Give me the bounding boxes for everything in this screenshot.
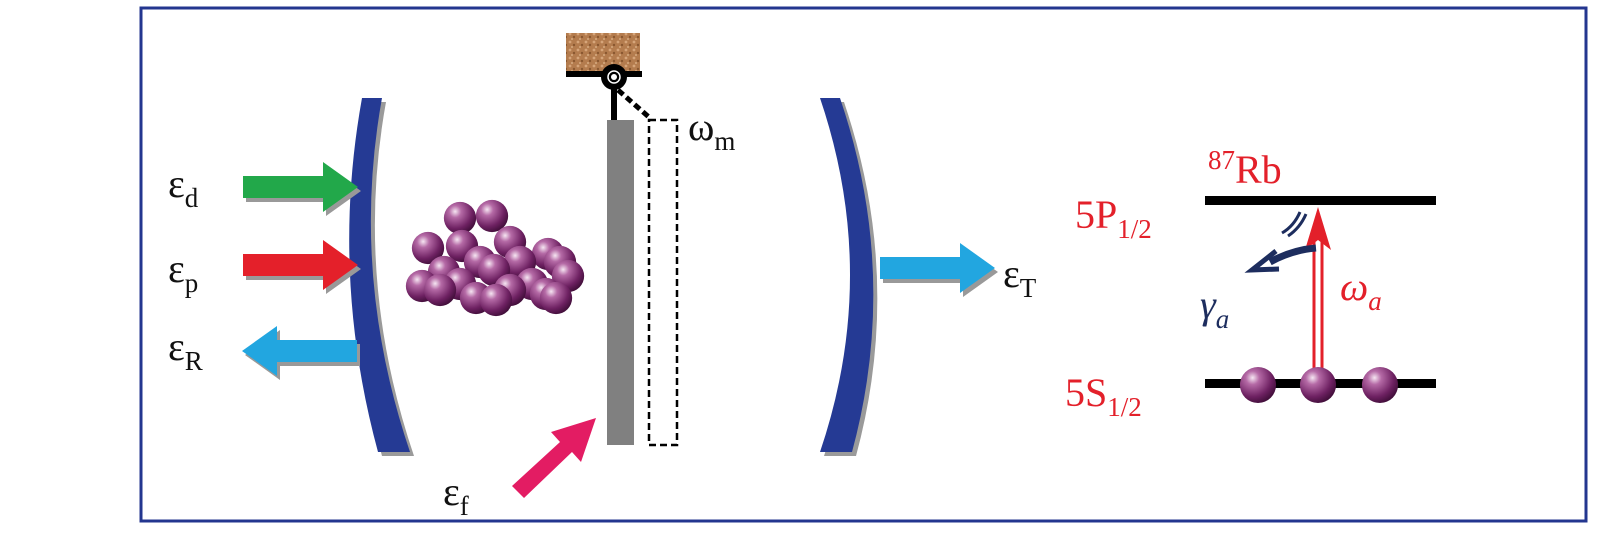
transmitted-arrow	[880, 243, 998, 297]
decay-rate-label: γa	[1200, 282, 1229, 334]
mirror-bar	[607, 120, 634, 445]
ground-atom	[1361, 366, 1399, 404]
energy-level-diagram: 87Rb 5P1/2 5S1/2 γa ωa	[1065, 145, 1436, 422]
atomic-ensemble	[405, 199, 585, 317]
reflected-label: εR	[168, 324, 203, 376]
probe-label: εp	[168, 246, 198, 298]
species-label: 87Rb	[1208, 145, 1282, 192]
transition-frequency-label: ωa	[1340, 264, 1382, 316]
cluster-atom	[479, 283, 513, 317]
excited-level-line	[1205, 196, 1436, 205]
force-arrow	[512, 418, 596, 498]
displaced-mirror-outline	[647, 118, 679, 447]
ground-level-label: 5S1/2	[1065, 370, 1142, 422]
cluster-atom	[539, 281, 573, 315]
cluster-atom	[423, 273, 457, 307]
transition-arrow	[1305, 207, 1331, 372]
drive-arrow	[243, 162, 361, 216]
decay-arrow	[1244, 211, 1317, 273]
transmitted-label: εT	[1003, 251, 1037, 303]
ground-atom	[1299, 366, 1337, 404]
left-cavity-mirror	[349, 98, 414, 456]
force-label: εf	[443, 469, 469, 521]
reflected-arrow	[242, 326, 360, 380]
drive-label: εd	[168, 161, 199, 213]
ground-atom	[1239, 366, 1277, 404]
frame	[139, 6, 1588, 523]
fixed-support	[566, 33, 640, 73]
excited-level-label: 5P1/2	[1075, 192, 1152, 244]
movable-mirror	[566, 33, 679, 447]
mechanical-frequency-label: ωm	[688, 104, 735, 156]
right-cavity-mirror	[820, 98, 878, 456]
cluster-atom	[443, 201, 477, 235]
probe-arrow	[243, 240, 361, 294]
